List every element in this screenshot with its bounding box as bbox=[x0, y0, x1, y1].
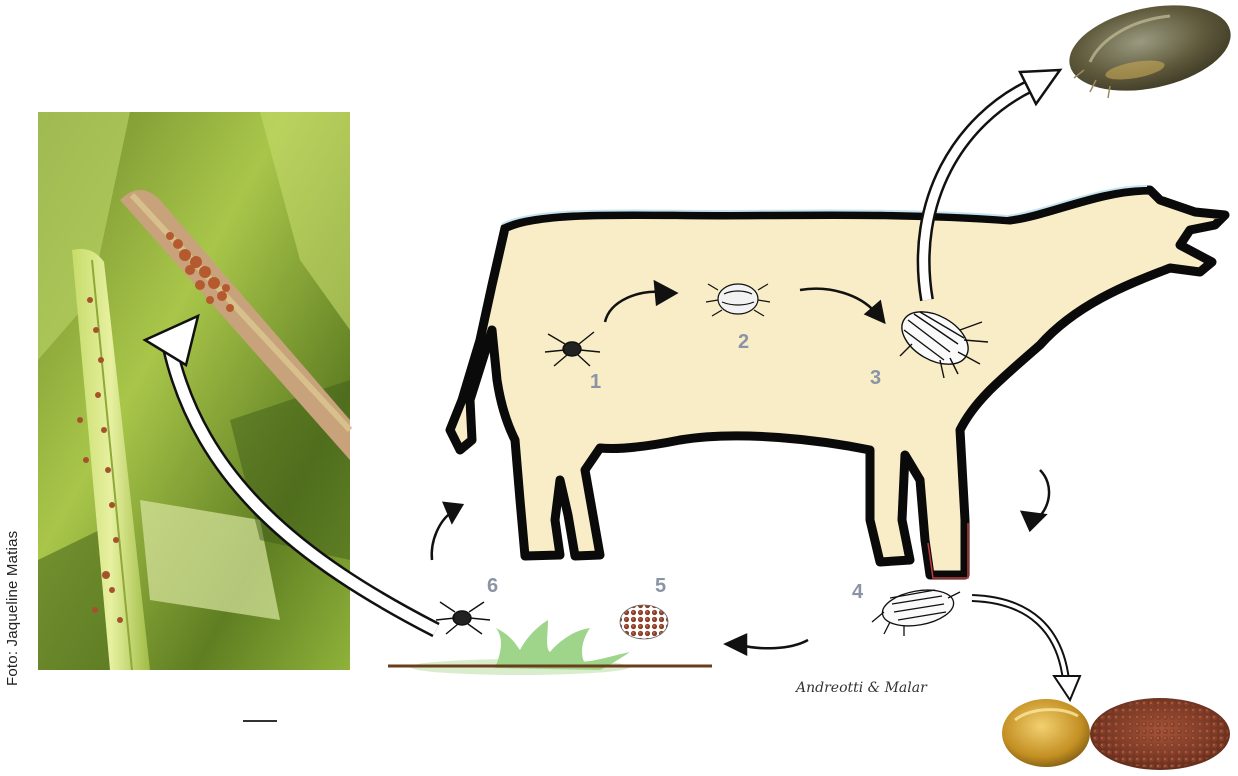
author-signature: Andreotti & Malar bbox=[794, 680, 928, 696]
arrow-6-to-1 bbox=[432, 503, 462, 560]
photo-credit: Foto: Jaqueline Matias bbox=[4, 531, 21, 686]
stage-label-5: 5 bbox=[655, 575, 666, 597]
arrow-to-egg-laying bbox=[972, 598, 1080, 700]
egg-mass-5 bbox=[620, 605, 668, 639]
arrow-3-to-4 bbox=[1022, 470, 1049, 530]
tick-adult-4 bbox=[872, 585, 960, 636]
tick-larva-6 bbox=[436, 602, 490, 634]
cow-silhouette bbox=[450, 186, 1225, 578]
grass-photo bbox=[38, 112, 350, 670]
stage-label-1: 1 bbox=[590, 371, 601, 393]
arrow-4-to-5 bbox=[726, 635, 808, 654]
stage-label-3: 3 bbox=[870, 367, 881, 389]
egg-laying-tick-photo bbox=[1002, 698, 1230, 770]
stage-label-4: 4 bbox=[852, 581, 864, 603]
engorged-tick-photo bbox=[1061, 0, 1238, 104]
stage-label-6: 6 bbox=[487, 575, 498, 597]
stage-label-2: 2 bbox=[738, 331, 749, 353]
